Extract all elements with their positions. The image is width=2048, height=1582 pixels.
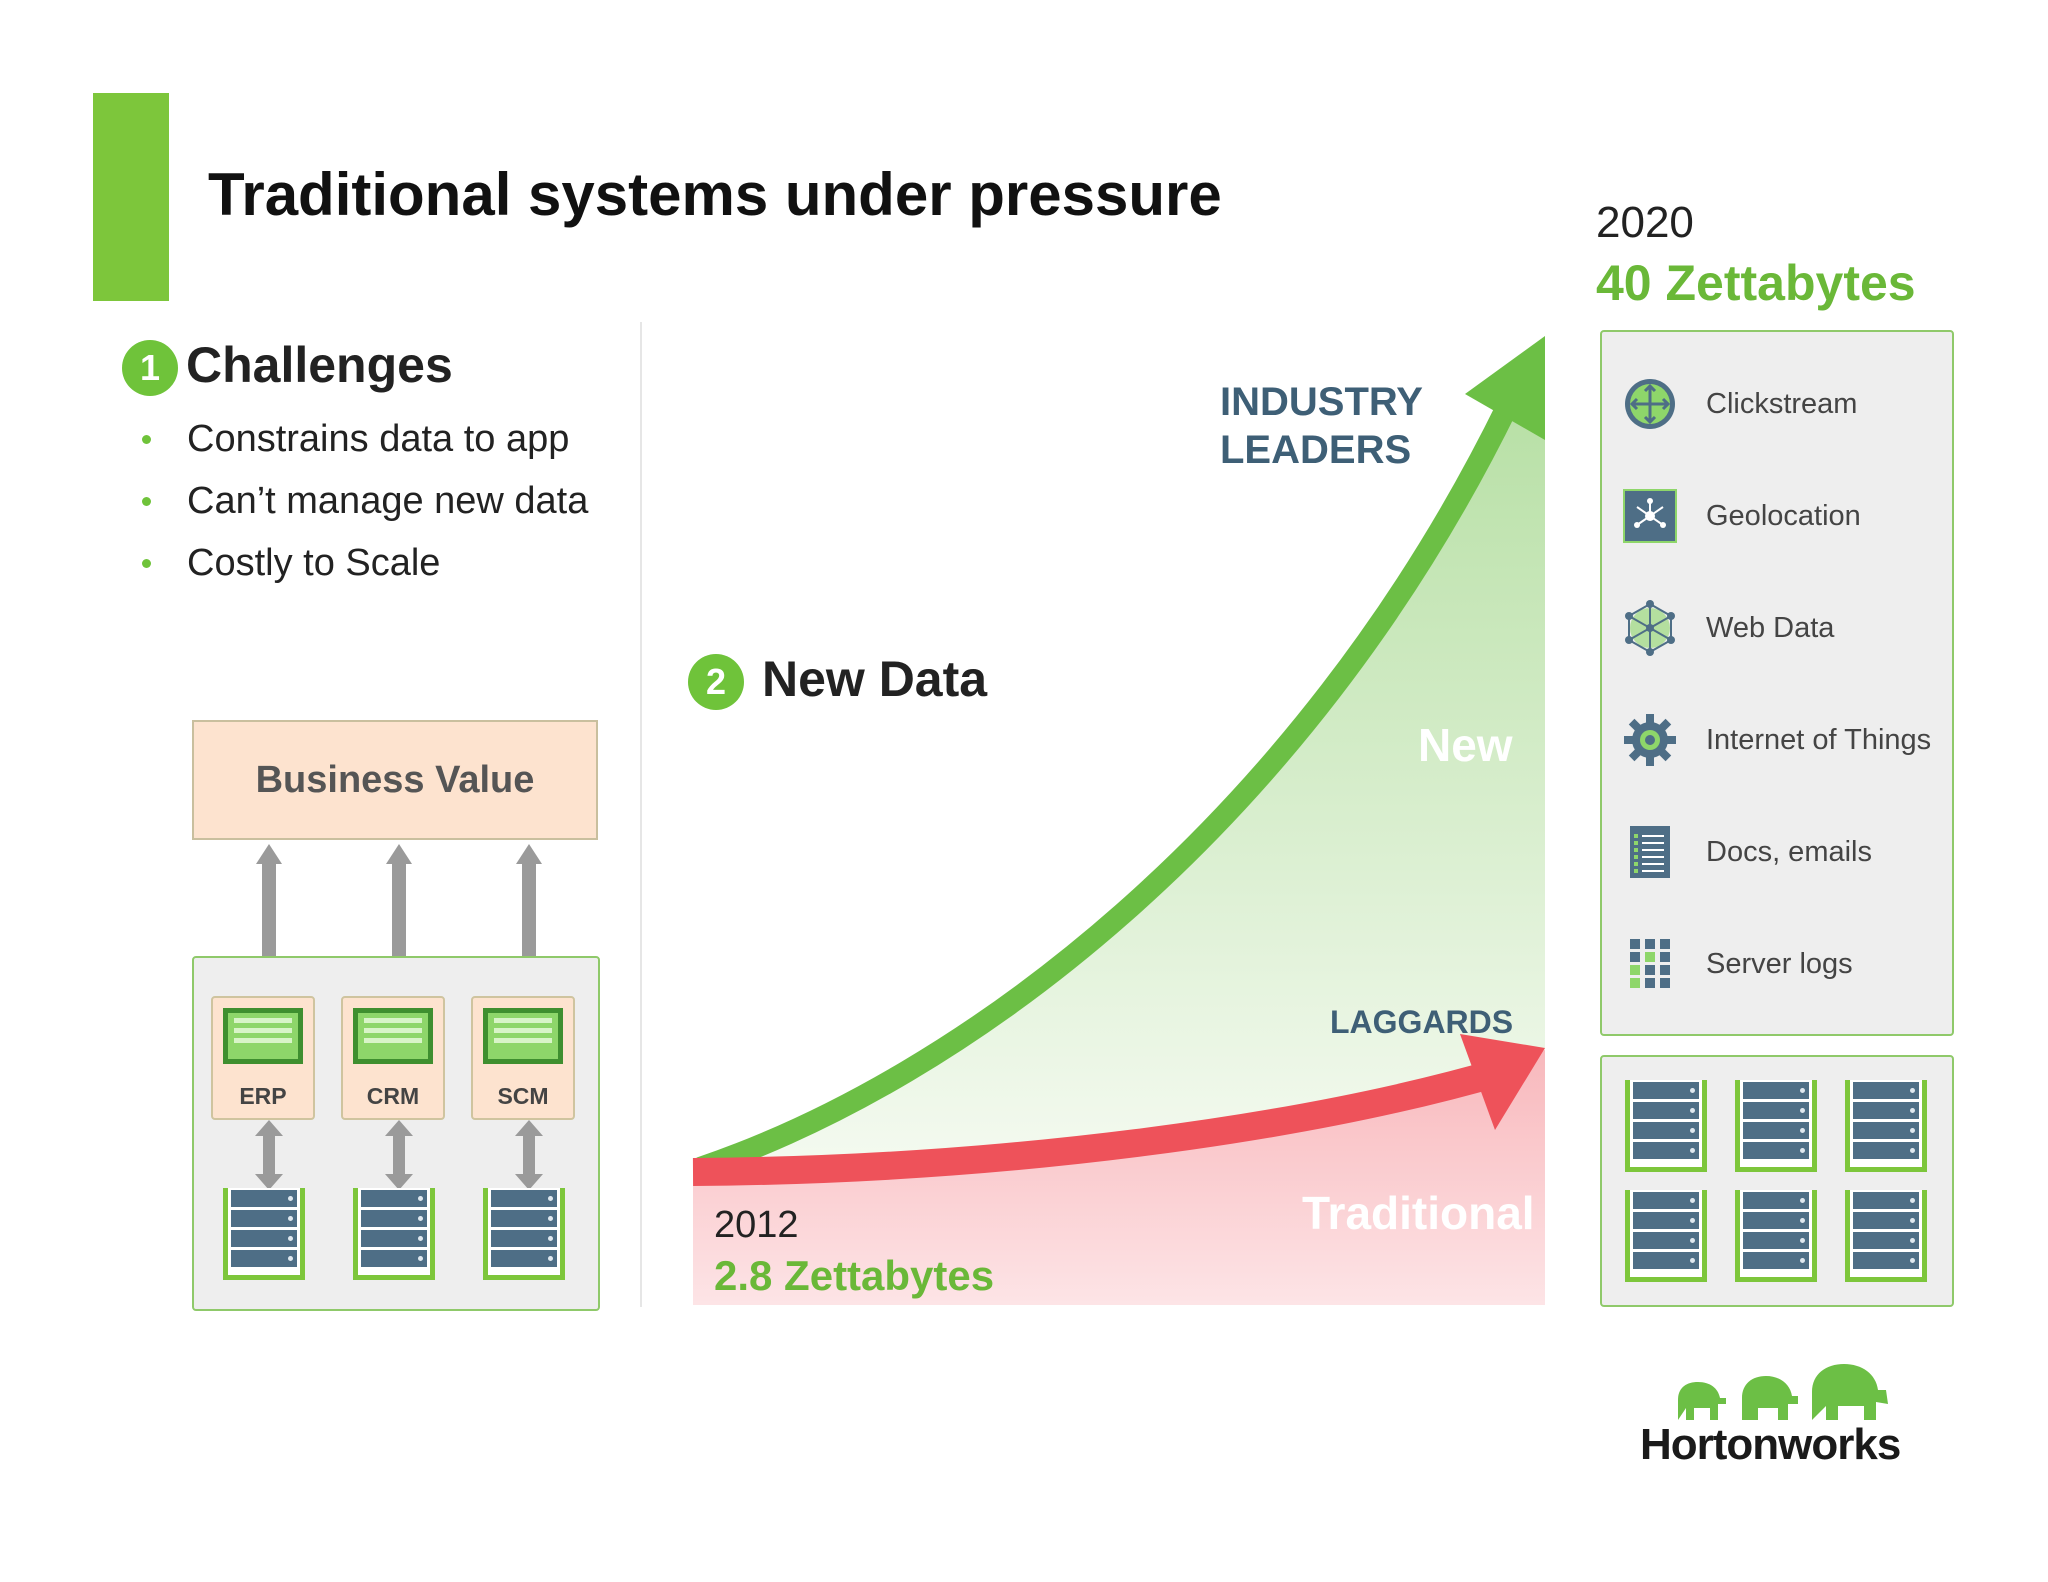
business-value-box: Business Value — [192, 720, 598, 840]
gear-icon — [1620, 710, 1680, 770]
challenge-item: Can’t manage new data — [138, 470, 658, 532]
grid-icon — [1620, 934, 1680, 994]
end-volume: 40 Zettabytes — [1596, 255, 1916, 311]
start-volume: 2.8 Zettabytes — [714, 1252, 995, 1299]
app-label: SCM — [497, 1083, 549, 1109]
server-rack-icon — [1625, 1190, 1707, 1282]
challenges-heading: Challenges — [186, 337, 453, 393]
database-server-icon — [353, 1188, 435, 1280]
section-divider — [640, 322, 642, 1307]
challenge-item: Costly to Scale — [138, 532, 658, 594]
bullet-dot — [142, 558, 151, 568]
accent-bar — [93, 93, 169, 301]
document-icon — [1620, 822, 1680, 882]
app-window-icon — [483, 1008, 563, 1064]
new-data-number-badge: 2 — [688, 654, 744, 710]
industry-leaders-arrow — [696, 400, 1518, 1179]
server-rack-icon — [1735, 1080, 1817, 1172]
app-db-arrows — [255, 1120, 543, 1190]
app-scm: SCM — [471, 996, 575, 1120]
app-window-icon — [353, 1008, 433, 1064]
source-item: Internet of Things — [1620, 710, 1931, 770]
clickstream-icon — [1620, 374, 1680, 434]
new-data-heading: New Data — [762, 651, 988, 707]
server-rack-icon — [1845, 1190, 1927, 1282]
bullet-dot — [142, 496, 151, 506]
end-year: 2020 — [1596, 198, 1694, 247]
start-year: 2012 — [714, 1204, 799, 1246]
challenge-item: Constrains data to app — [138, 408, 658, 470]
page-title: Traditional systems under pressure — [208, 161, 1222, 228]
server-rack-icon — [1845, 1080, 1927, 1172]
elephant-logo-icon — [1678, 1364, 1888, 1420]
source-item: Docs, emails — [1620, 822, 1872, 882]
server-rack-icon — [1625, 1080, 1707, 1172]
app-window-icon — [223, 1008, 303, 1064]
industry-leaders-label: INDUSTRY LEADERS — [1220, 380, 1423, 472]
app-erp: ERP — [211, 996, 315, 1120]
challenges-number-badge: 1 — [122, 340, 178, 396]
bullet-dot — [142, 434, 151, 444]
source-item: Server logs — [1620, 934, 1853, 994]
traditional-area-label: Traditional — [1302, 1187, 1535, 1239]
brand-wordmark: Hortonworks — [1640, 1420, 1901, 1469]
new-area-label: New — [1418, 719, 1513, 771]
geolocation-icon — [1620, 486, 1680, 546]
new-data-area — [693, 410, 1545, 1165]
server-rack-icon — [1735, 1190, 1817, 1282]
laggards-arrow — [692, 1058, 1504, 1186]
app-label: ERP — [239, 1083, 287, 1109]
source-item: Geolocation — [1620, 486, 1861, 546]
challenges-list: Constrains data to app Can’t manage new … — [138, 408, 658, 594]
web-data-icon — [1620, 598, 1680, 658]
source-item: Clickstream — [1620, 374, 1857, 434]
source-item: Web Data — [1620, 598, 1834, 658]
database-server-icon — [223, 1188, 305, 1280]
database-server-icon — [483, 1188, 565, 1280]
app-label: CRM — [366, 1083, 420, 1109]
data-sources-panel: Clickstream Geolocation Web Data Interne… — [1600, 330, 1954, 1036]
app-crm: CRM — [341, 996, 445, 1120]
laggards-label: LAGGARDS — [1330, 1004, 1514, 1040]
